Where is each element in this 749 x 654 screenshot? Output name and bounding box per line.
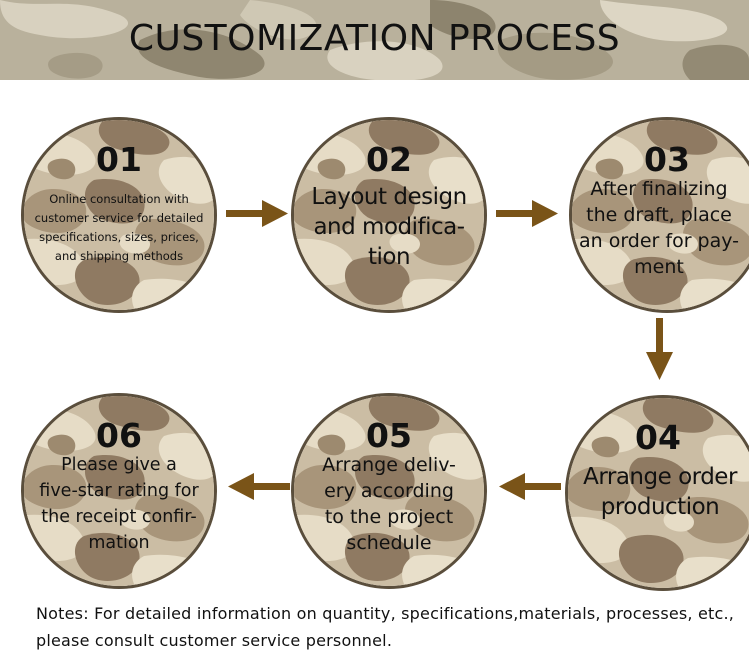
- step-number: 04: [635, 418, 681, 457]
- step-line: ment: [634, 256, 684, 278]
- step-number: 05: [366, 416, 412, 455]
- step-03: 03 After finalizing the draft, place an …: [572, 120, 749, 310]
- step-line: customer service for detailed: [34, 211, 204, 225]
- step-01: 01 Online consultation with customer ser…: [24, 120, 214, 310]
- step-description: Online consultation with customer servic…: [32, 190, 206, 266]
- step-line: and shipping methods: [54, 249, 184, 263]
- step-line: tion: [367, 244, 411, 270]
- step-line: production: [600, 494, 720, 520]
- arrow-right-icon: [496, 200, 558, 227]
- step-04: 04 Arrange order production: [568, 398, 749, 588]
- step-line: Please give a: [61, 455, 177, 475]
- step-line: Layout design: [311, 184, 467, 210]
- header-banner: CUSTOMIZATION PROCESS: [0, 0, 749, 80]
- step-line: After finalizing: [590, 178, 728, 200]
- step-05: 05 Arrange deliv- ery according to the p…: [294, 396, 484, 586]
- arrow-down-icon: [646, 318, 673, 380]
- step-line: specifications, sizes, prices,: [39, 230, 199, 244]
- step-line: schedule: [346, 532, 432, 554]
- step-line: the receipt confir-: [41, 507, 197, 527]
- page-title: CUSTOMIZATION PROCESS: [128, 18, 621, 59]
- notes-line: please consult customer service personne…: [36, 631, 393, 650]
- step-number: 02: [366, 140, 412, 179]
- step-02: 02 Layout design and modifica- tion: [294, 120, 484, 310]
- step-line: to the project: [324, 506, 454, 528]
- step-description: After finalizing the draft, place an ord…: [574, 176, 744, 280]
- notes: Notes: For detailed information on quant…: [36, 600, 749, 654]
- step-line: ery according: [324, 480, 454, 502]
- step-line: Arrange order: [583, 464, 737, 490]
- step-description: Arrange deliv- ery according to the proj…: [302, 452, 476, 556]
- step-line: mation: [88, 533, 150, 553]
- step-description: Please give a five-star rating for the r…: [32, 452, 206, 556]
- camo-background: [0, 0, 749, 80]
- notes-line: Notes: For detailed information on quant…: [36, 604, 735, 623]
- step-06: 06 Please give a five-star rating for th…: [24, 396, 214, 586]
- step-line: the draft, place: [586, 204, 732, 226]
- step-line: Arrange deliv-: [322, 454, 456, 476]
- step-description: Arrange order production: [568, 462, 749, 522]
- step-line: Online consultation with: [49, 192, 189, 206]
- arrow-right-icon: [226, 200, 288, 227]
- arrow-left-icon: [228, 473, 290, 500]
- step-line: and modifica-: [313, 214, 465, 240]
- step-description: Layout design and modifica- tion: [302, 182, 476, 272]
- step-line: five-star rating for: [39, 481, 199, 501]
- step-number: 03: [644, 140, 690, 179]
- step-number: 06: [96, 416, 142, 455]
- step-number: 01: [96, 140, 142, 179]
- step-line: an order for pay-: [578, 230, 740, 252]
- arrow-left-icon: [499, 473, 561, 500]
